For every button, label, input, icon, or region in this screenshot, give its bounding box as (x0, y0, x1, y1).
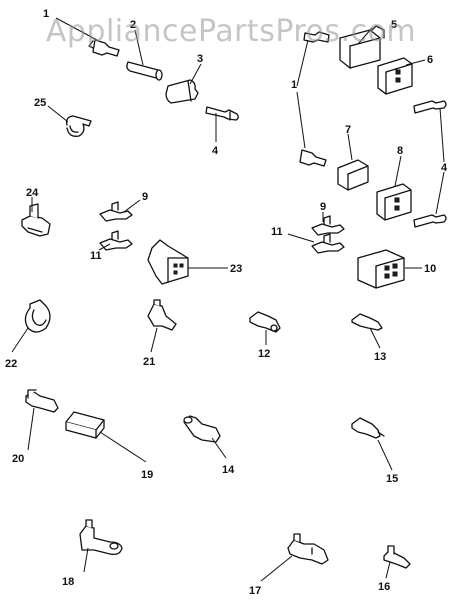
callout-24: 24 (26, 187, 39, 199)
part-11-female-terminal-left (99, 230, 133, 251)
callout-13: 13 (374, 351, 386, 363)
callout-11-left: 11 (90, 250, 102, 262)
callout-9-left: 9 (142, 191, 148, 203)
part-20-quick-disconnect (25, 389, 59, 413)
part-22-wire-clamp (24, 299, 51, 333)
callout-23: 23 (230, 263, 242, 275)
callout-20: 20 (12, 453, 24, 465)
part-11-female-terminal-right (311, 233, 345, 254)
callout-10: 10 (424, 263, 436, 275)
callout-5: 5 (391, 19, 397, 31)
part-10-connector-housing (357, 249, 405, 289)
part-2-butt-splice (126, 61, 163, 81)
callout-21: 21 (143, 356, 155, 368)
callout-3: 3 (197, 53, 203, 65)
part-3-insulated-splice (165, 79, 199, 104)
callout-4-left: 4 (212, 145, 219, 157)
callout-18: 18 (62, 576, 74, 588)
part-6-connector-plug (377, 57, 413, 95)
part-7-connector-housing (337, 159, 369, 191)
part-4-male-pin-left (205, 106, 239, 121)
callout-16: 16 (378, 581, 390, 593)
part-14-insulated-terminal (183, 415, 221, 443)
callout-11-right: 11 (271, 226, 283, 238)
part-12-ring-terminal (249, 311, 281, 333)
callout-8: 8 (397, 145, 403, 157)
callout-22: 22 (5, 358, 17, 370)
part-16-terminal (383, 545, 411, 569)
part-25-wire-clamp (65, 115, 92, 137)
callout-4-right: 4 (441, 162, 448, 174)
callout-2: 2 (130, 19, 136, 31)
callout-9-right: 9 (320, 201, 326, 213)
part-8-connector-plug (376, 183, 412, 221)
callout-12: 12 (258, 348, 270, 360)
callout-14: 14 (222, 464, 235, 476)
callout-1-right: 1 (291, 79, 297, 91)
callout-15: 15 (386, 473, 398, 485)
part-24-terminal-bracket (21, 203, 51, 237)
part-17-female-disconnect (287, 533, 329, 565)
part-19-insulator-sleeve (65, 411, 105, 439)
callout-19: 19 (141, 469, 153, 481)
part-5-connector-housing (339, 25, 385, 69)
part-1-terminal-right-lower (299, 149, 327, 167)
part-4-male-pin-right-upper (413, 100, 447, 114)
part-13-spade-terminal (351, 313, 383, 331)
part-1-terminal-left (88, 39, 120, 57)
part-1-terminal-right-upper (303, 31, 330, 43)
part-18-ring-tongue-terminal (79, 519, 123, 556)
part-23-housing (147, 239, 189, 285)
callout-25: 25 (34, 97, 46, 109)
part-9-female-terminal-left (99, 201, 133, 222)
callout-6: 6 (427, 54, 433, 66)
callout-1-left: 1 (43, 8, 49, 20)
part-21-terminal (147, 299, 177, 331)
callout-7: 7 (345, 124, 351, 136)
part-4-male-pin-right-lower (413, 214, 447, 228)
callout-17: 17 (249, 585, 261, 597)
part-9-female-terminal-right (311, 215, 345, 236)
part-15-pin-terminal (351, 417, 385, 439)
